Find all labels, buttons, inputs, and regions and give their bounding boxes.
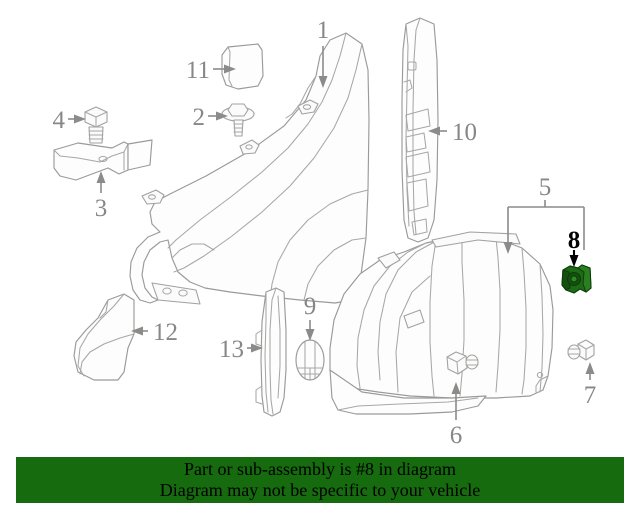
callout-number-9: 9 bbox=[304, 293, 317, 320]
part-liner-screw-lower bbox=[446, 351, 479, 375]
part-fender-mounting-bracket bbox=[53, 139, 153, 181]
callout-number-4: 4 bbox=[53, 107, 66, 134]
callout-number-8: 8 bbox=[568, 227, 581, 254]
callout-leader-5 bbox=[503, 200, 585, 254]
part-oval-grommet-plug bbox=[295, 339, 325, 381]
callout-number-6: 6 bbox=[450, 422, 463, 449]
callout-number-13: 13 bbox=[219, 336, 244, 363]
callout-leader-4 bbox=[68, 114, 86, 124]
part-front-fender-panel bbox=[129, 32, 370, 305]
part-front-fender-liner bbox=[329, 231, 554, 415]
callout-number-1: 1 bbox=[317, 17, 330, 44]
callout-number-11: 11 bbox=[186, 57, 210, 84]
callout-leader-1 bbox=[318, 46, 328, 88]
part-liner-screw-rear bbox=[567, 339, 595, 361]
part-fender-liner-retainer-clip bbox=[561, 264, 592, 294]
callout-number-5: 5 bbox=[539, 174, 552, 201]
callout-number-3: 3 bbox=[95, 195, 108, 222]
callout-number-7: 7 bbox=[584, 382, 597, 409]
notice-banner: Part or sub-assembly is #8 in diagram Di… bbox=[16, 457, 624, 503]
part-fender-filler-wedge bbox=[73, 293, 135, 381]
callout-leader-8 bbox=[569, 250, 579, 267]
notice-banner-line-2: Diagram may not be specific to your vehi… bbox=[159, 480, 481, 500]
part-fender-access-cover bbox=[221, 43, 264, 90]
part-fender-side-molding bbox=[255, 287, 287, 417]
callout-leader-3 bbox=[96, 171, 106, 193]
callout-leader-11 bbox=[213, 64, 236, 74]
callout-leader-10 bbox=[428, 126, 447, 136]
callout-leader-2 bbox=[208, 111, 228, 121]
part-fender-bolt-flanged bbox=[221, 103, 255, 137]
callout-number-2: 2 bbox=[193, 104, 206, 131]
callout-number-10: 10 bbox=[452, 119, 477, 146]
part-fender-side-reinforcement bbox=[401, 17, 439, 243]
callout-leader-12 bbox=[131, 326, 148, 336]
notice-banner-line-1: Part or sub-assembly is #8 in diagram bbox=[184, 459, 456, 479]
part-hex-head-bolt bbox=[84, 106, 108, 144]
callout-number-12: 12 bbox=[153, 319, 178, 346]
callout-leader-7 bbox=[585, 362, 595, 380]
callout-leader-6 bbox=[451, 382, 461, 420]
callout-leader-13 bbox=[247, 343, 263, 353]
callout-leader-9 bbox=[305, 320, 315, 341]
